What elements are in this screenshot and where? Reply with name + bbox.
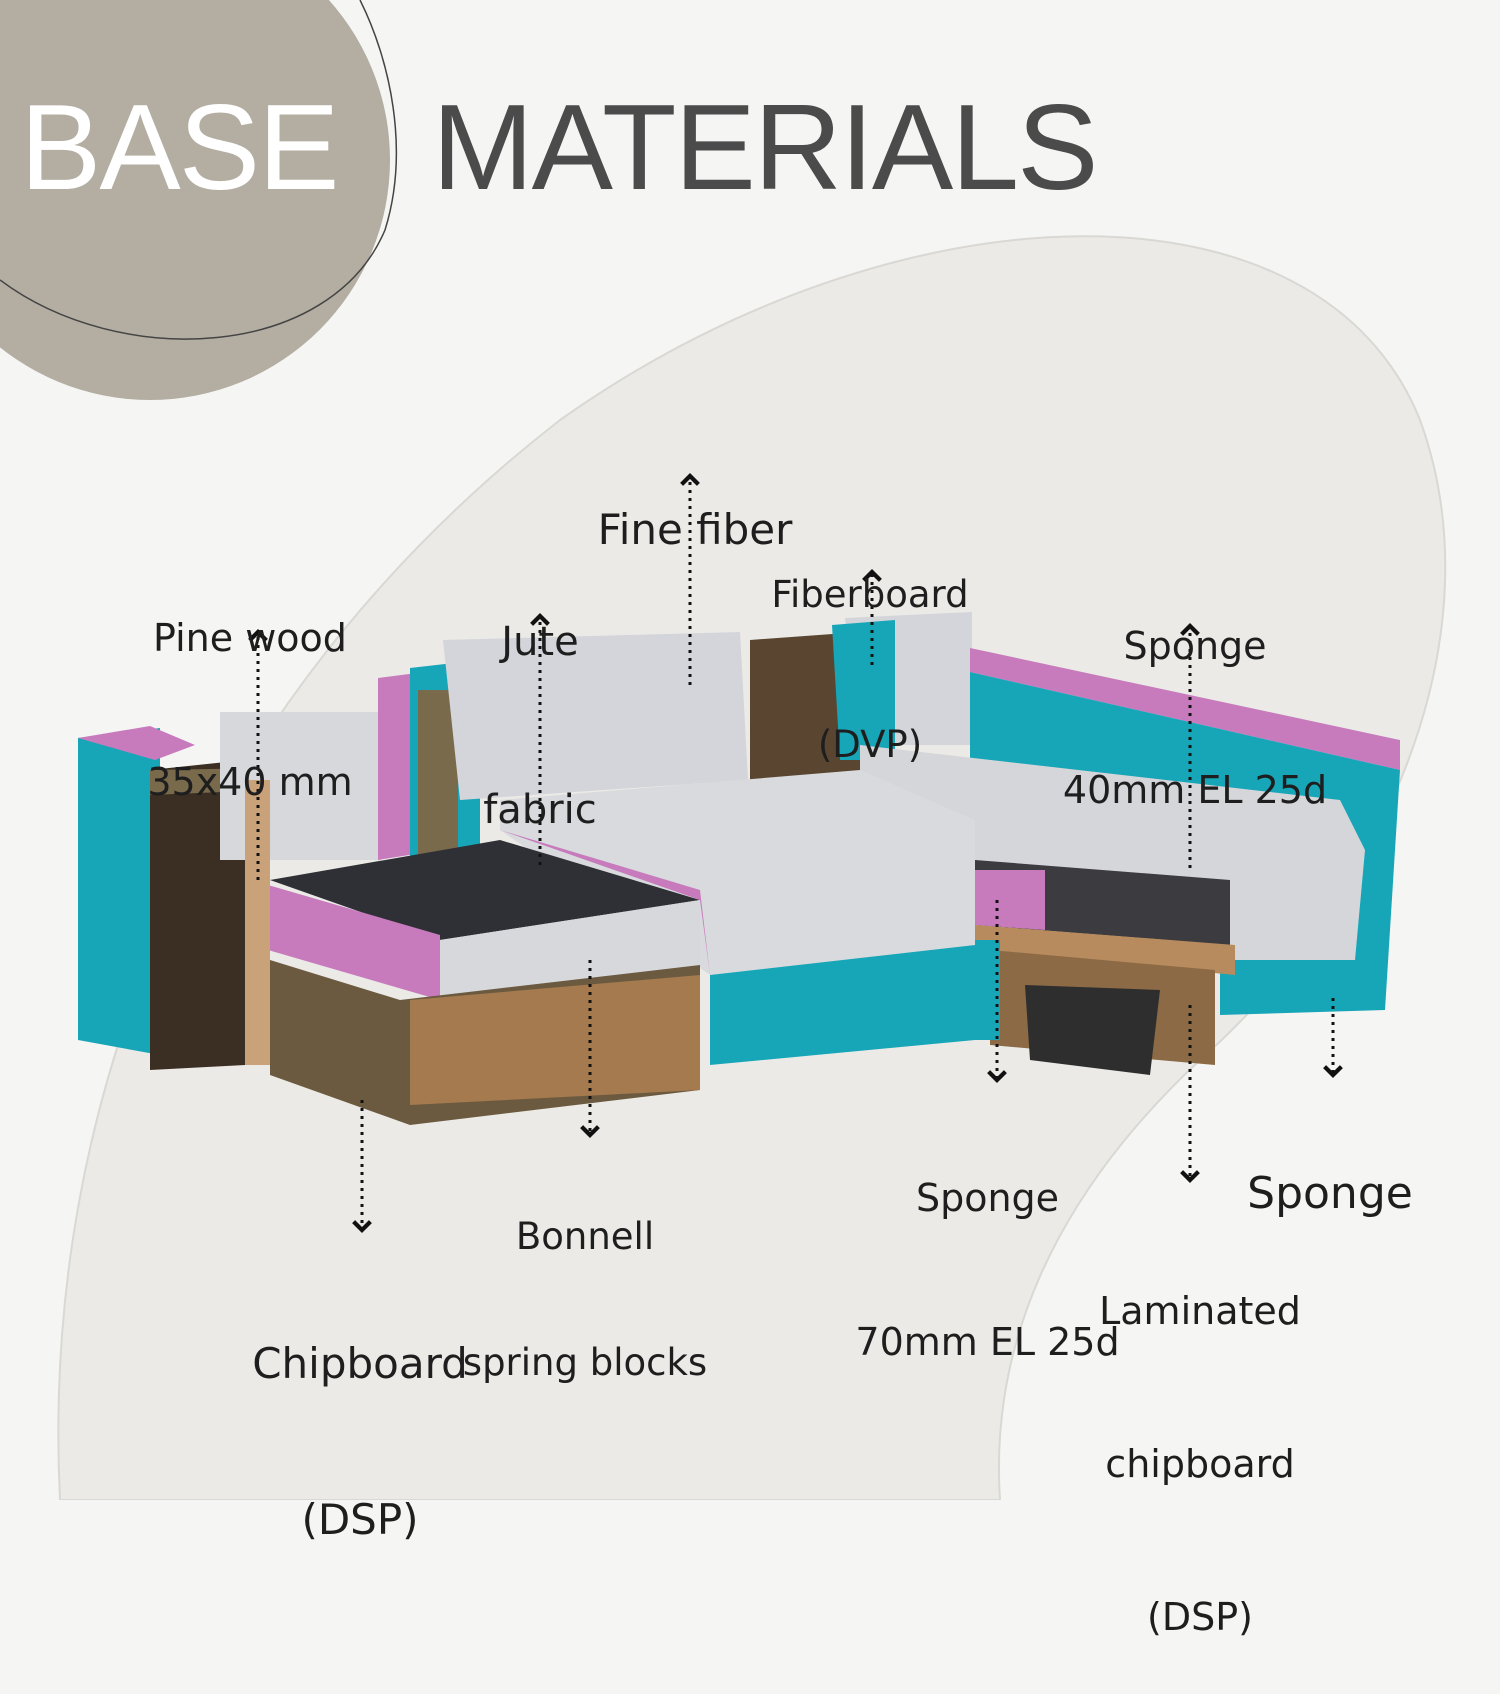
title-base: BASE [20,79,339,215]
label-line: 40mm EL 25d [1062,768,1328,812]
title-circle [0,0,390,400]
label-fine-fiber: Fine fiber [570,410,820,602]
callout-arrows [248,473,1343,1233]
label-sponge: Sponge [1230,1074,1430,1266]
label-line: 70mm EL 25d [855,1320,1120,1364]
label-laminated-chipboard: Laminated chipboard (DSP) [1080,1184,1320,1694]
label-bonnell-spring-blocks: Bonnell spring blocks [440,1132,730,1426]
label-line: Pine wood [153,616,347,660]
label-line: (DSP) [301,1495,419,1544]
label-line: Sponge [915,1176,1060,1220]
label-pine-wood: Pine wood 35x40 mm [120,518,380,854]
label-line: spring blocks [462,1341,708,1384]
label-line: Laminated [1099,1289,1301,1333]
title-materials: MATERIALS [432,79,1098,215]
sofa-cutaway [78,612,1400,1125]
label-line: Jute [501,619,579,665]
label-line: Chipboard [252,1339,468,1388]
label-line: Sponge [1123,624,1267,668]
label-line: Fine fiber [597,505,793,554]
label-line: Fiberboard [771,573,969,616]
label-line: chipboard [1105,1442,1295,1486]
label-sponge-40mm: Sponge 40mm EL 25d [1040,526,1350,862]
label-jute-fabric: Jute fabric [440,502,640,894]
label-line: 35x40 mm [147,760,353,804]
label-line: (DSP) [1147,1595,1253,1639]
label-line: (DVP) [817,723,923,766]
label-line: Bonnell [515,1215,655,1258]
label-fiberboard: Fiberboard (DVP) [740,470,1000,820]
label-sponge-70mm: Sponge 70mm EL 25d [835,1078,1140,1414]
label-line: fabric [483,787,597,833]
label-line: Sponge [1247,1168,1413,1219]
infographic-illustration [0,0,1447,1500]
